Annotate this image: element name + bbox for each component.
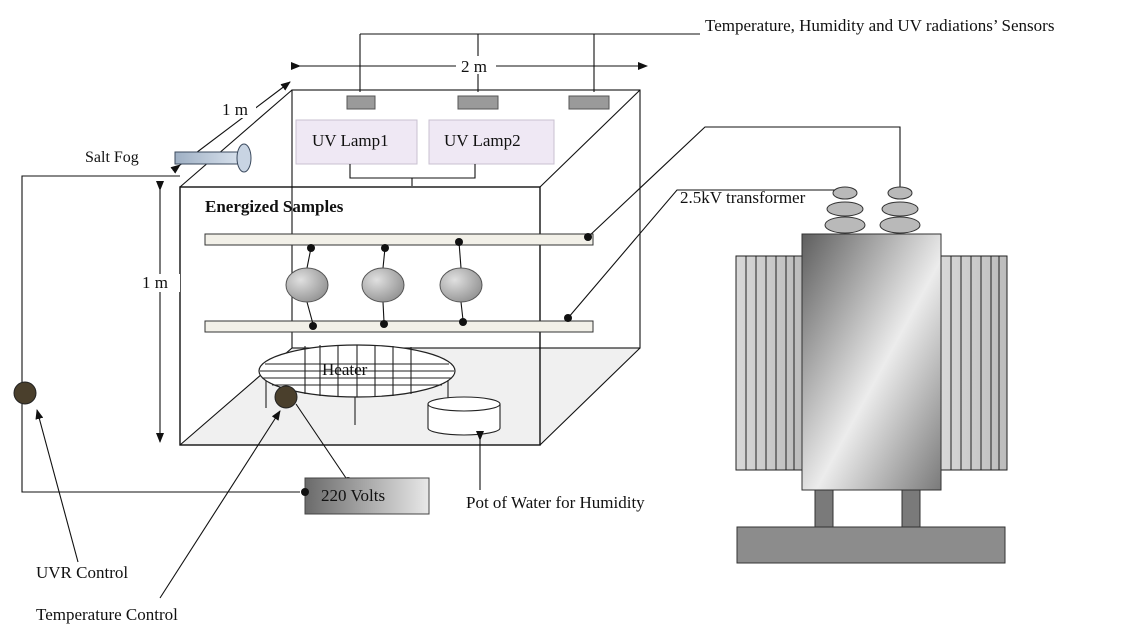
transformer-tank [801,233,942,491]
sensor-1 [346,95,376,110]
temperature-control-label: Temperature Control [36,605,178,624]
radiator-right [940,255,1008,471]
sensor-3 [568,95,610,110]
heater-group: Heater [258,344,456,425]
dimensions-group: 2 m 1 m 1 m [138,56,648,443]
pot-of-water-group: Pot of Water for Humidity [427,396,645,512]
uv-lamp-2-label: UV Lamp2 [444,131,521,150]
pot-of-water-label: Pot of Water for Humidity [466,493,645,512]
bushing-left [824,216,866,234]
upper-contact-2 [381,244,389,252]
upper-contact-3 [455,238,463,246]
controls-group: UVR Control Temperature Control 220 Volt… [13,175,430,624]
lower-contact-3 [459,318,467,326]
energized-samples-group: Energized Samples [204,126,901,333]
salt-fog-label: Salt Fog [85,149,139,166]
width-dimension-label: 2 m [461,57,487,76]
220-volts-supply [304,477,430,515]
transformer-leg-left [814,489,834,529]
energized-samples-label: Energized Samples [205,197,344,216]
uv-lamp-1-label: UV Lamp1 [312,131,389,150]
temperature-control-knob[interactable] [274,385,298,409]
uv-lamp-2 [428,119,555,165]
transformer-leg-right [901,489,921,529]
lower-contact-2 [380,320,388,328]
pot-of-water [427,404,501,436]
salt-fog-spray [236,143,252,173]
heater-label: Heater [322,360,368,379]
uv-lamps-group: UV Lamp1 UV Lamp2 [295,119,555,186]
uvr-control-label: UVR Control [36,563,128,582]
salt-fog-group: Salt Fog [85,143,252,173]
salt-fog-nozzle [174,151,245,165]
transformer-label: 2.5kV transformer [680,188,806,207]
depth-dimension-label: 1 m [222,100,248,119]
insulator-sample-3 [439,267,483,303]
bushing-right [879,216,921,234]
lower-rod [204,320,594,333]
uv-lamp-1 [295,119,418,165]
lower-contact-1 [309,322,317,330]
chamber-back-face [291,89,641,349]
insulator-sample-2 [361,267,405,303]
upper-contact-1 [307,244,315,252]
220-volts-label: 220 Volts [321,486,385,505]
sensors-group: Temperature, Humidity and UV radiations’… [346,16,1054,110]
uvr-control-knob[interactable] [13,381,37,405]
sensors-label: Temperature, Humidity and UV radiations’… [705,16,1054,35]
insulator-sample-1 [285,267,329,303]
transformer-group: 2.5kV transformer [680,186,1008,564]
upper-rod [204,233,594,246]
height-dimension-label: 1 m [142,273,168,292]
sensor-2 [457,95,499,110]
transformer-base [736,526,1006,564]
chamber-front-face [179,186,541,446]
depth-dimension-arrow [170,81,291,174]
